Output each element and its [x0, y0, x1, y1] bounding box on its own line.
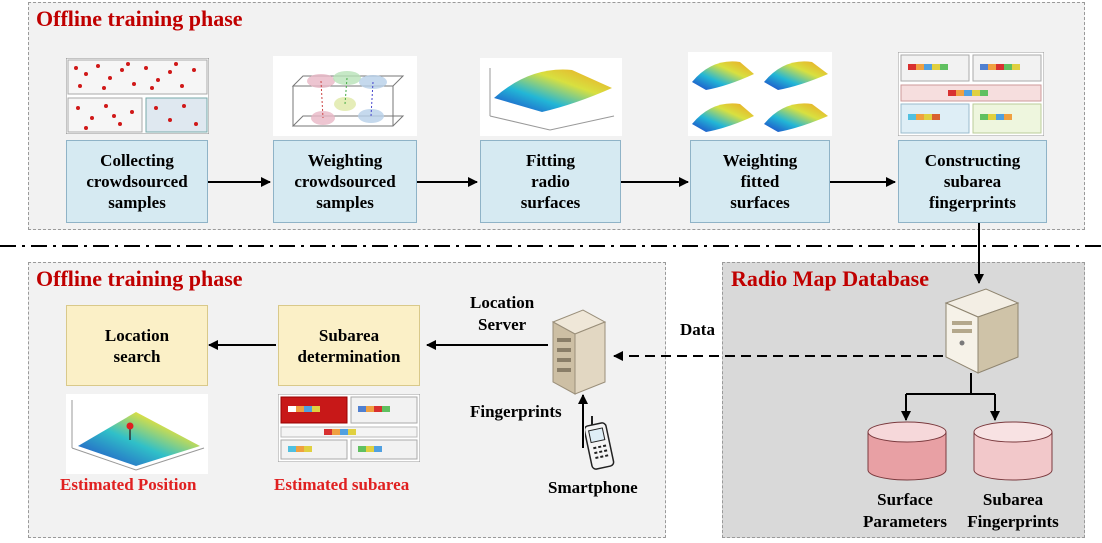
subarea-fingerprints-database-icon	[973, 421, 1053, 481]
top-panel-title: Offline training phase	[36, 6, 243, 31]
database-server-icon	[944, 288, 1020, 374]
fingerprints-label: Fingerprints	[470, 402, 562, 421]
weighted-surfaces-image	[688, 52, 832, 136]
server-icon	[551, 309, 607, 395]
weighting-samples-image	[273, 56, 417, 136]
estimated-subarea-label: Estimated subarea	[274, 475, 410, 494]
radio-map-database-panel	[722, 262, 1085, 538]
estimated-subarea-image	[278, 394, 420, 462]
crowdsourced-samples-image	[66, 58, 209, 134]
smartphone-icon	[585, 416, 615, 470]
bottom-panel-title: Offline training phase	[36, 266, 243, 291]
fitting-surface-image	[480, 58, 622, 136]
database-panel-title: Radio Map Database	[731, 266, 930, 291]
estimated-position-label: Estimated Position	[60, 475, 197, 494]
surface-parameters-database-icon	[867, 421, 947, 481]
estimated-position-image	[66, 394, 208, 474]
data-label: Data	[680, 320, 715, 339]
smartphone-label: Smartphone	[548, 478, 638, 497]
subarea-fingerprints-image	[898, 52, 1044, 136]
